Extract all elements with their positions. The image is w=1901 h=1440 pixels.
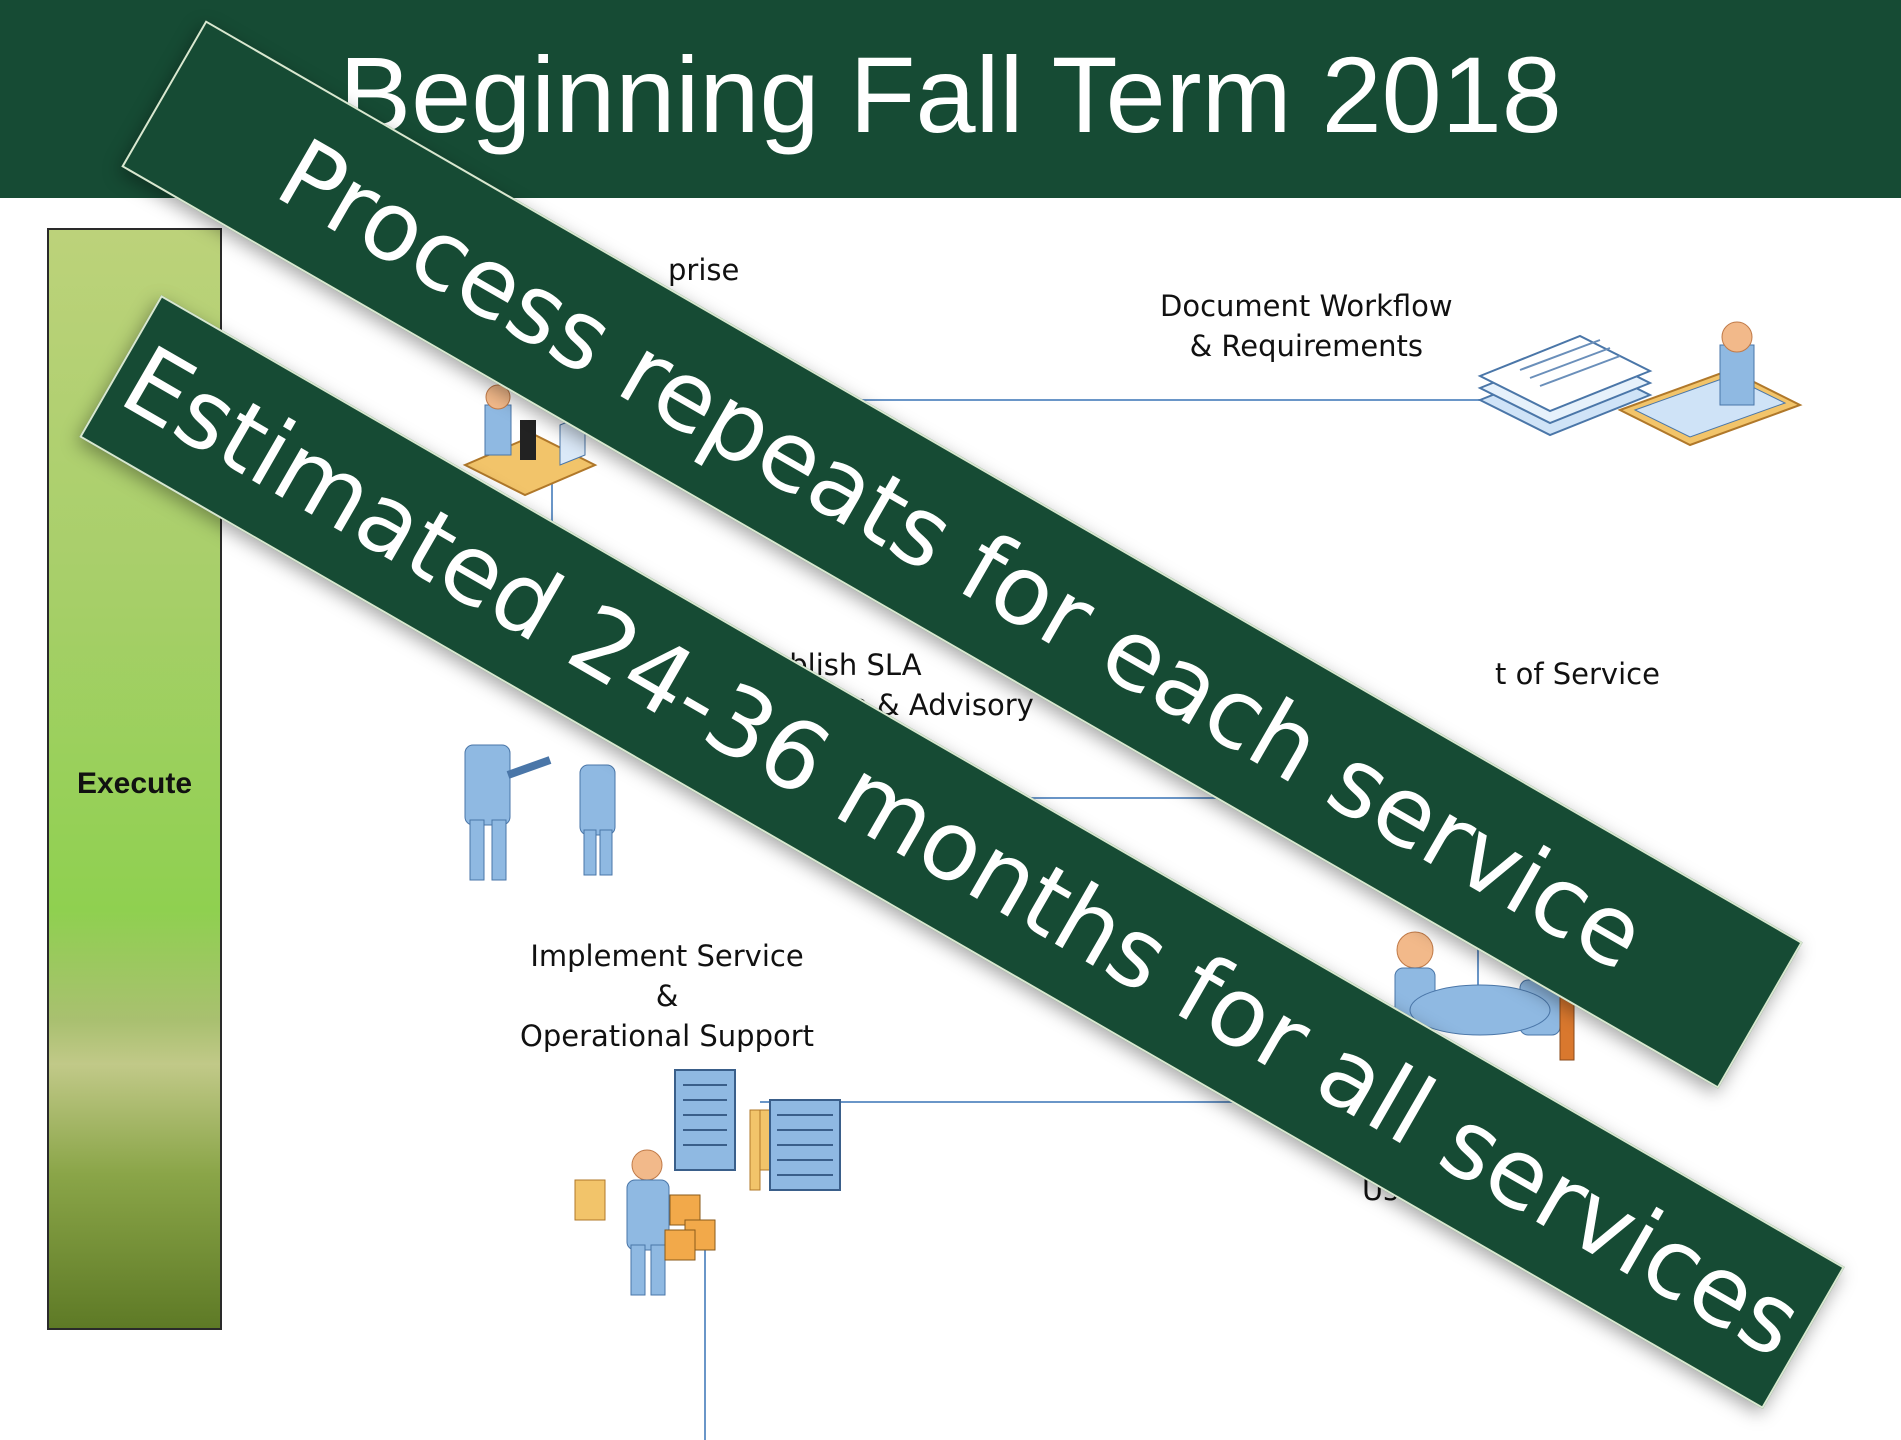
handshake-icon [464,744,616,881]
servers-icon [674,1069,841,1191]
researcher-icon [462,384,598,497]
meeting-icon [1394,931,1575,1061]
step-label-line2: & [655,979,679,1013]
step-label-text: t of Service [1495,657,1660,691]
step-label-text: prise [668,253,740,287]
designer-icon [1617,321,1803,447]
slide-title: Beginning Fall Term 2018 [339,34,1562,155]
step-label-service: t of Service [1495,654,1660,694]
phase-bar: Execute [47,228,222,1330]
documents-icon [1477,334,1653,437]
step-label-line3: Operational Support [520,1019,815,1053]
step-label-line1: Implement Service [530,939,804,973]
step-label-line2: & Requirements [1189,329,1424,363]
step-label-document-workflow: Document Workflow & Requirements [1160,286,1453,366]
step-label-line1: Document Workflow [1160,289,1453,323]
step-label-implement-service: Implement Service & Operational Support [520,936,814,1056]
step-label-enterprise: prise [668,250,739,290]
phase-label: Execute [76,767,193,800]
support-person-icon [574,1149,716,1296]
